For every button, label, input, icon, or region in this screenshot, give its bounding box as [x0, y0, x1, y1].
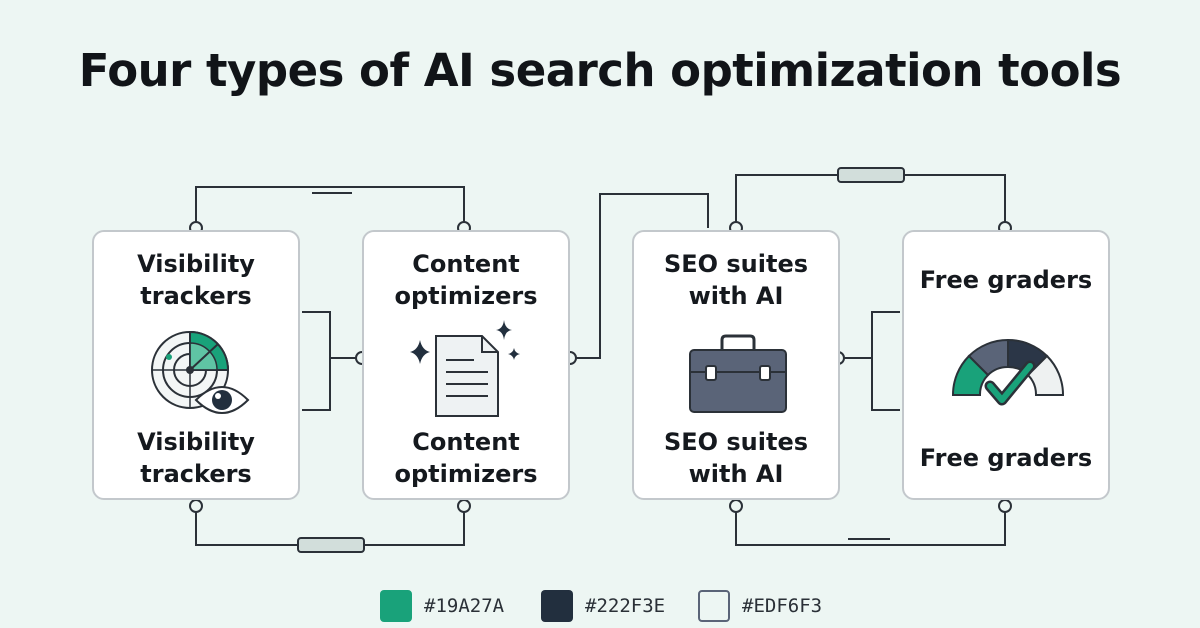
wire-node: [998, 499, 1012, 513]
legend-label: #19A27A: [424, 595, 505, 617]
card-label-top: Free graders: [919, 266, 1093, 294]
wire-node: [729, 499, 743, 513]
wire-node: [189, 499, 203, 513]
wire-bottom-3-4: [735, 506, 1006, 546]
card-label-top: Visibility trackers: [137, 250, 255, 310]
card-label-bottom: SEO suites with AI: [663, 428, 809, 488]
wire-node: [457, 499, 471, 513]
legend-label: #222F3E: [585, 595, 666, 617]
legend-item: #222F3E: [541, 588, 665, 624]
wire-pill-top: [837, 167, 905, 183]
card-label-bottom: Content optimizers: [394, 428, 538, 488]
wire-bracket-4: [871, 311, 900, 411]
card-label-bottom: Visibility trackers: [137, 428, 255, 488]
legend-item: #19A27A: [380, 588, 504, 624]
diagram-title: Four types of AI search optimization too…: [78, 44, 1122, 97]
wire-link-2-3: [570, 193, 709, 359]
wire-top-1-2: [195, 186, 465, 228]
card-content-optimizers: Content optimizers Content optimizers: [362, 230, 570, 500]
card-label-top: SEO suites with AI: [663, 250, 809, 310]
radar-eye-icon: [138, 320, 258, 424]
wire-bracket-1: [302, 311, 331, 411]
card-label-bottom: Free graders: [919, 444, 1093, 472]
legend-item: #EDF6F3: [698, 588, 822, 624]
legend-swatch: [698, 590, 730, 622]
wire-pill-bottom: [297, 537, 365, 553]
legend-label: #EDF6F3: [742, 595, 823, 617]
document-sparkle-icon: [408, 320, 528, 424]
card-visibility-trackers: Visibility trackers Visibility trackers: [92, 230, 300, 500]
card-free-graders: Free graders Free graders: [902, 230, 1110, 500]
card-label-top: Content optimizers: [394, 250, 538, 310]
gauge-check-icon: [948, 320, 1068, 424]
briefcase-icon: [678, 320, 798, 424]
color-legend: #19A27A #222F3E #EDF6F3: [0, 588, 1200, 624]
legend-swatch: [380, 590, 412, 622]
card-seo-suites: SEO suites with AI SEO suites with AI: [632, 230, 840, 500]
legend-swatch: [541, 590, 573, 622]
